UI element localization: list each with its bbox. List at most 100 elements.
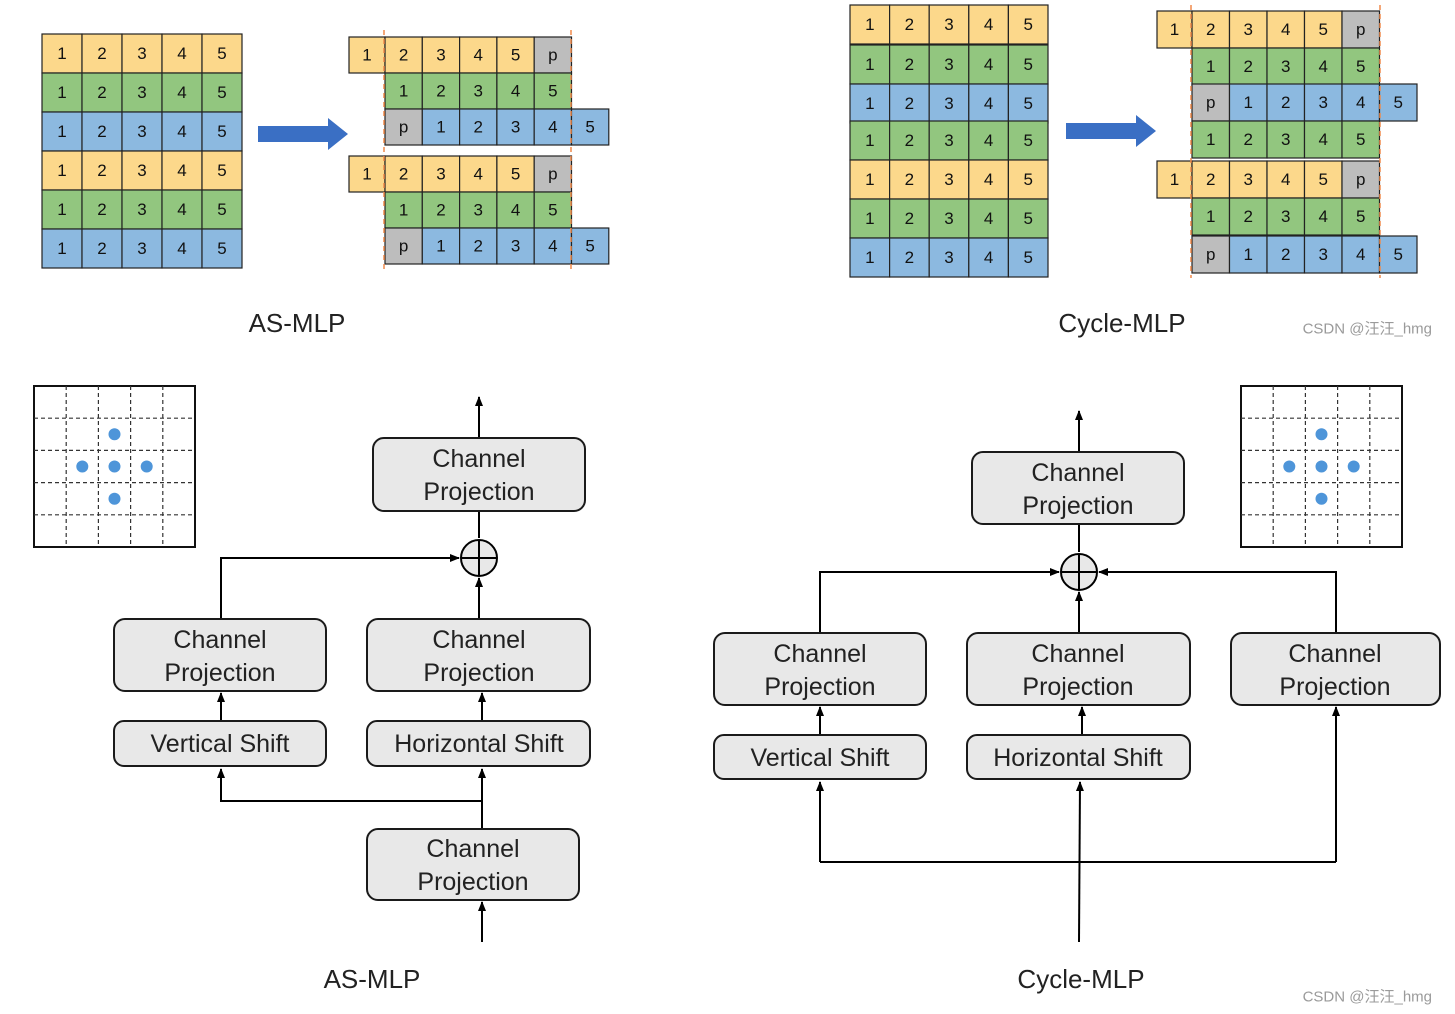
as-shifted-cell-r3-c6-label: 5 [585, 118, 594, 137]
as-shifted-cell-r5-c1 [384, 191, 423, 229]
as-shifted-cell-r2-c5-label: 5 [548, 82, 557, 101]
cy-shifted-cell-r1-c2-label: 3 [1244, 20, 1253, 39]
as-shifted-cell-r2-c4-label: 4 [511, 82, 520, 101]
cy-left-projection-line2: Projection [764, 673, 875, 701]
cy-shifted-cell-r3-c6-label: 5 [1394, 93, 1403, 112]
as-vertical-shift-box [113, 720, 327, 767]
cy-cell-r1-c5 [1007, 4, 1049, 45]
cy-cell-r5-c1-label: 1 [865, 170, 874, 189]
as-cell-r1-c1-label: 1 [57, 44, 66, 63]
as-rf-dot [108, 460, 121, 473]
as-shifted-cell-r6-c3 [459, 227, 498, 265]
as-shifted-cell-r6-c6 [570, 227, 610, 265]
as-right-projection-box [366, 618, 591, 692]
as-cell-r6-c2-label: 2 [97, 239, 106, 258]
cy-shifted-cell-r1-c5-label: p [1356, 20, 1365, 39]
as-cell-r3-c4 [161, 111, 203, 152]
cy-shifted-cell-r4-c3-label: 3 [1281, 130, 1290, 149]
cy-cell-r7-c2 [888, 237, 930, 278]
as-cell-r5-c2 [81, 189, 123, 230]
as-shifted-cell-r3-c6 [570, 108, 610, 146]
as-cell-r2-c4-label: 4 [177, 83, 186, 102]
as-cell-r5-c3 [121, 189, 163, 230]
cy-cell-r4-c5 [1007, 120, 1049, 161]
as-cell-r1-c2 [81, 33, 123, 74]
cy-shifted-cell-r3-c3-label: 2 [1281, 93, 1290, 112]
cy-cell-r4-c1 [849, 120, 891, 161]
as-shifted-cell-r6-c4 [496, 227, 535, 265]
as-mlp-bottom-caption: AS-MLP [324, 964, 421, 994]
cy-right-projection-box [1230, 632, 1441, 706]
cy-cell-r2-c3-label: 3 [944, 55, 953, 74]
cy-shifted-cell-r7-c1-label: p [1206, 245, 1215, 264]
cy-rf-dot [1315, 492, 1328, 505]
as-cell-r4-c5 [201, 150, 243, 191]
cy-cell-r6-c3-label: 3 [944, 209, 953, 228]
cy-shifted-cell-r4-c2 [1228, 120, 1268, 159]
cy-horizontal-shift-box [966, 734, 1191, 780]
as-horizontal-shift-label: Horizontal Shift [394, 730, 564, 758]
as-bottom-projection-box [366, 828, 580, 901]
as-cell-r2-c3-label: 3 [137, 83, 146, 102]
as-shifted-cell-r3-c4 [496, 108, 535, 146]
cy-cell-r2-c1-label: 1 [865, 55, 874, 74]
cy-left-projection-box [713, 632, 927, 706]
cy-shifted-cell-r5-c5 [1341, 160, 1381, 199]
as-cell-r6-c3-label: 3 [137, 239, 146, 258]
cy-shifted-cell-r1-c3-label: 4 [1281, 20, 1290, 39]
cy-cell-r7-c3-label: 3 [944, 248, 953, 267]
cy-cell-r4-c4-label: 4 [984, 131, 993, 150]
as-shifted-cell-r1-c1-label: 2 [399, 46, 408, 65]
cy-shifted-cell-r4-c3 [1266, 120, 1306, 159]
as-shifted-cell-r5-c4-label: 4 [511, 201, 520, 220]
as-shifted-cell-r3-c3-label: 2 [474, 118, 483, 137]
cy-cell-r5-c4-label: 4 [984, 170, 993, 189]
cy-cell-r6-c2-label: 2 [905, 209, 914, 228]
cy-shifted-cell-r7-c5 [1341, 235, 1381, 274]
as-shifted-cell-r3-c4-label: 3 [511, 118, 520, 137]
cy-shifted-cell-r5-lead-label: 1 [1170, 170, 1179, 189]
cy-shifted-cell-r7-c6 [1378, 235, 1418, 274]
cy-cell-r1-c1 [849, 4, 891, 45]
as-right-projection-line2: Projection [423, 659, 534, 687]
as-shifted-cell-r1-c5-label: p [548, 46, 557, 65]
cy-shifted-cell-r1-c5 [1341, 10, 1381, 49]
cy-cell-r5-c4 [968, 159, 1009, 200]
as-shifted-cell-r5-c1-label: 1 [399, 201, 408, 220]
cy-cell-r1-c4-label: 4 [984, 15, 993, 34]
as-left-projection-box [113, 618, 327, 692]
as-shifted-cell-r3-c5-label: 4 [548, 118, 557, 137]
cy-middle-projection-line1: Channel [1031, 640, 1124, 668]
as-cell-r4-c2-label: 2 [97, 161, 106, 180]
as-cell-r2-c1-label: 1 [57, 83, 66, 102]
as-shifted-cell-r1-c3-label: 4 [474, 46, 483, 65]
cy-shifted-cell-r6-c2-label: 2 [1244, 207, 1253, 226]
as-left-projection-line1: Channel [173, 626, 266, 654]
cy-shifted-cell-r4-c4 [1303, 120, 1343, 159]
as-cell-r4-c1-label: 1 [57, 161, 66, 180]
cy-shifted-cell-r7-c6-label: 5 [1394, 245, 1403, 264]
cy-shifted-cell-r2-c5 [1341, 47, 1381, 86]
cy-cell-r3-c1 [849, 83, 891, 124]
cy-rf-dot [1347, 460, 1360, 473]
as-horizontal-shift-box [366, 720, 591, 767]
as-shifted-cell-r4-c3-label: 4 [474, 165, 483, 184]
cy-shifted-cell-r2-c2 [1228, 47, 1268, 86]
as-right-projection-line1: Channel [432, 626, 525, 654]
cy-cell-r3-c5-label: 5 [1023, 94, 1032, 113]
cy-shifted-cell-r6-c4-label: 4 [1319, 207, 1328, 226]
cy-shifted-cell-r5-c4-label: 5 [1319, 170, 1328, 189]
cy-right-projection-line1: Channel [1288, 640, 1381, 668]
as-cell-r3-c3-label: 3 [137, 122, 146, 141]
as-cell-r2-c3 [121, 72, 163, 113]
cy-shifted-cell-r1-c1-label: 2 [1206, 20, 1215, 39]
cy-shifted-cell-r5-c2 [1228, 160, 1268, 199]
cy-shifted-cell-r1-c4-label: 5 [1319, 20, 1328, 39]
cy-cell-r7-c3 [928, 237, 970, 278]
cy-cell-r7-c4-label: 4 [984, 248, 993, 267]
cy-shifted-cell-r7-c2 [1228, 235, 1268, 274]
cy-cell-r1-c3 [928, 4, 970, 45]
cy-shifted-cell-r7-c4 [1303, 235, 1343, 274]
